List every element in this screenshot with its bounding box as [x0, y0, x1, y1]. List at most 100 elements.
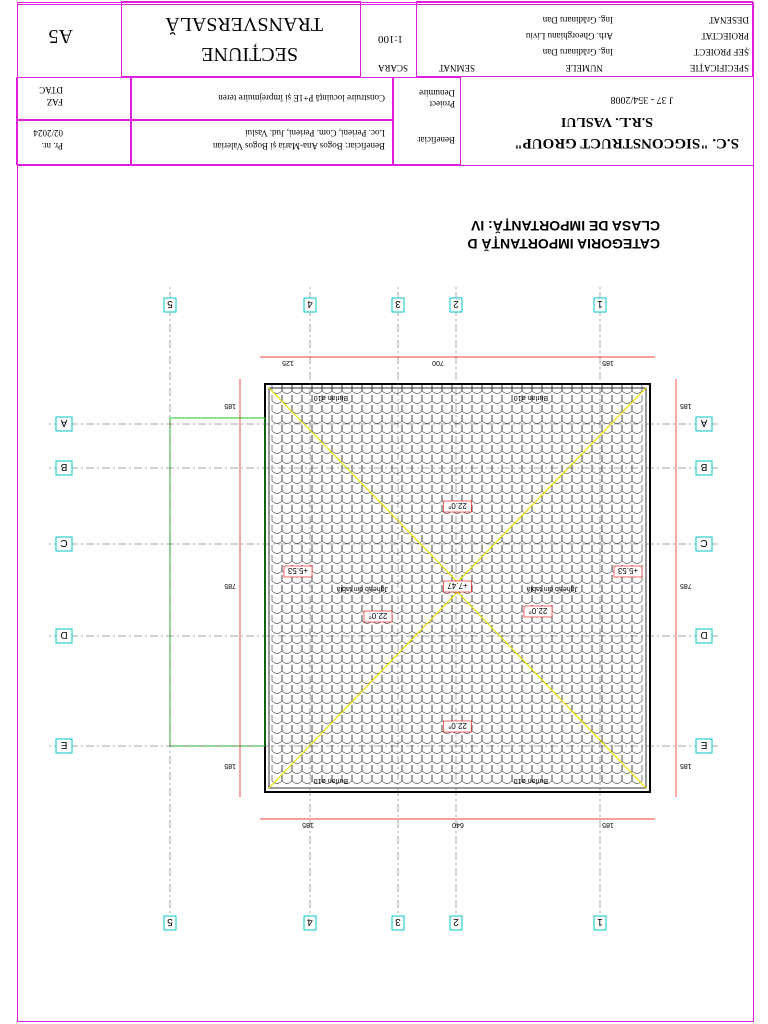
roof-tile	[481, 595, 493, 604]
roof-tile	[601, 605, 613, 614]
roof-tile	[601, 595, 613, 604]
roof-tile	[331, 695, 343, 704]
roof-tile	[571, 515, 583, 524]
roof-tile	[521, 435, 533, 444]
roof-tile	[511, 435, 523, 444]
roof-tile	[431, 445, 443, 454]
roof-tile	[411, 565, 423, 574]
roof-tile	[621, 555, 633, 564]
roof-tile	[621, 465, 633, 474]
roof-tile	[481, 445, 493, 454]
roof-tile	[601, 485, 613, 494]
roof-tile	[601, 395, 613, 404]
roof-tile	[541, 415, 553, 424]
roof-tile	[541, 745, 553, 754]
roof-tile	[621, 585, 633, 594]
roof-tile	[571, 735, 583, 744]
roof-tile	[441, 395, 453, 404]
roof-tile	[631, 645, 643, 654]
roof-tile	[341, 725, 353, 734]
roof-tile	[381, 725, 393, 734]
roof-tile	[611, 445, 623, 454]
roof-tile	[581, 685, 593, 694]
roof-tile	[401, 685, 413, 694]
roof-tile	[501, 425, 513, 434]
roof-tile	[421, 765, 433, 774]
roof-tile	[311, 595, 323, 604]
roof-tile	[531, 445, 543, 454]
roof-tile	[441, 685, 453, 694]
roof-tile	[471, 525, 483, 534]
roof-tile	[571, 545, 583, 554]
roof-tile	[591, 645, 603, 654]
roof-tile	[271, 545, 283, 554]
roof-tile	[591, 675, 603, 684]
roof-tile	[361, 695, 373, 704]
roof-tile	[421, 425, 433, 434]
roof-tile	[451, 625, 463, 634]
grid-bubble	[695, 738, 713, 754]
roof-tile	[531, 595, 543, 604]
roof-tile	[291, 515, 303, 524]
roof-tile	[601, 745, 613, 754]
roof-tile	[531, 655, 543, 664]
roof-tile	[521, 455, 533, 464]
roof-tile	[501, 465, 513, 474]
dimension-label: 125	[282, 359, 294, 366]
roof-tile	[621, 635, 633, 644]
roof-tile	[481, 435, 493, 444]
roof-tile	[281, 685, 293, 694]
roof-tile	[611, 385, 623, 394]
roof-tile	[361, 705, 373, 714]
roof-tile	[471, 465, 483, 474]
roof-tile	[621, 685, 633, 694]
roof-tile	[411, 475, 423, 484]
roof-tile	[501, 535, 513, 544]
roof-tile	[441, 635, 453, 644]
roof-tile	[371, 735, 383, 744]
roof-tile	[331, 635, 343, 644]
roof-tile	[381, 415, 393, 424]
roof-tile	[621, 735, 633, 744]
roof-tile	[381, 575, 393, 584]
roof-tile	[511, 675, 523, 684]
grid-bubble	[163, 297, 177, 313]
roof-tile	[321, 555, 333, 564]
roof-tile	[561, 615, 573, 624]
roof-tile	[541, 695, 553, 704]
roof-tile	[561, 425, 573, 434]
roof-tile	[271, 495, 283, 504]
roof-tile	[341, 575, 353, 584]
roof-tile	[501, 415, 513, 424]
roof-tile	[361, 545, 373, 554]
roof-tile	[461, 665, 473, 674]
roof-tile	[431, 755, 443, 764]
roof-tile	[321, 665, 333, 674]
roof-tile	[591, 505, 603, 514]
roof-tile	[571, 605, 583, 614]
roof-tile	[461, 675, 473, 684]
roof-tile	[571, 765, 583, 774]
roof-tile	[391, 415, 403, 424]
roof-tile	[431, 775, 443, 784]
roof-tile	[291, 445, 303, 454]
roof-tile	[341, 445, 353, 454]
roof-tile	[521, 525, 533, 534]
roof-tile	[411, 455, 423, 464]
roof-tile	[481, 575, 493, 584]
roof-tile	[301, 505, 313, 514]
roof-tile	[481, 535, 493, 544]
roof-tile	[351, 395, 363, 404]
roof-tile	[601, 675, 613, 684]
roof-tile	[461, 465, 473, 474]
roof-tile	[311, 515, 323, 524]
roof-tile	[491, 405, 503, 414]
roof-tile	[341, 665, 353, 674]
grid-label-col: 4	[307, 916, 313, 927]
roof-tile	[571, 405, 583, 414]
roof-tile	[631, 715, 643, 724]
roof-tile	[521, 555, 533, 564]
roof-tile	[431, 735, 443, 744]
roof-tile	[331, 645, 343, 654]
roof-tile	[521, 675, 533, 684]
